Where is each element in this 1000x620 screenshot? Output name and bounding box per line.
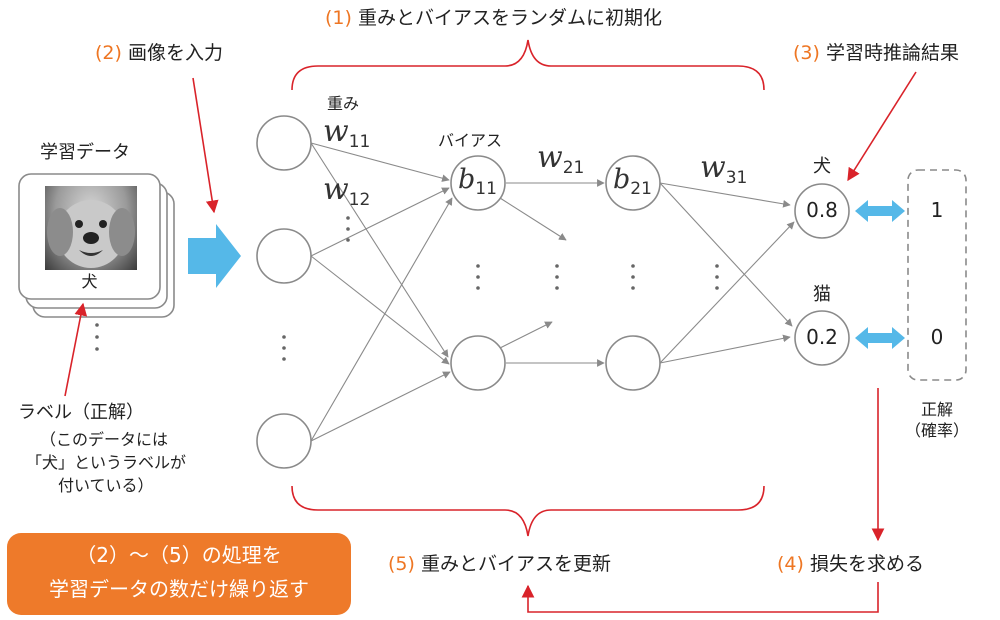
target-value-cat: 0 xyxy=(930,325,944,349)
flow-arrows xyxy=(64,71,917,613)
bias-label: バイアス xyxy=(438,131,503,150)
compare-arrow-icon xyxy=(855,200,905,349)
target-value-dog: 1 xyxy=(930,198,944,222)
label-note-title: ラベル（正解） xyxy=(18,402,144,423)
repeat-note-box: （2）～（5）の処理を 学習データの数だけ繰り返す xyxy=(7,533,351,615)
step5-text: 重みとバイアスを更新 xyxy=(420,553,611,575)
b11-label: b11 xyxy=(458,164,497,199)
hidden1-node-2 xyxy=(450,335,506,391)
hidden2-node-1 xyxy=(605,155,661,211)
input-node-3 xyxy=(256,413,312,469)
output-node-dog xyxy=(794,183,850,239)
input-arrow-icon xyxy=(188,224,241,288)
w11-label: w11 xyxy=(323,114,371,152)
data-card-label: 犬 xyxy=(81,272,98,291)
step1-label: (1) 重みとバイアスをランダムに初期化 xyxy=(325,7,662,30)
step1-number: (1) xyxy=(325,7,352,29)
w31-label: w31 xyxy=(700,150,748,188)
step5-number: (5) xyxy=(388,553,415,575)
output-label-dog: 犬 xyxy=(813,156,831,177)
input-node-1 xyxy=(256,115,312,171)
connections xyxy=(310,142,795,442)
step3-number: (3) xyxy=(793,42,820,64)
step2-number: (2) xyxy=(95,42,122,64)
step4-label: (4) 損失を求める xyxy=(777,553,924,576)
weight-label: 重み xyxy=(327,94,360,113)
label-note-line3: 「犬」というラベルが xyxy=(26,453,187,472)
w21-label: w21 xyxy=(537,140,585,178)
repeat-note-line1: （2）～（5）の処理を xyxy=(76,543,282,567)
ellipsis-dots xyxy=(95,216,719,361)
w12-label: w12 xyxy=(323,172,371,210)
step5-label: (5) 重みとバイアスを更新 xyxy=(388,553,611,576)
answer-label: 正解 xyxy=(920,400,953,419)
output-value-dog: 0.8 xyxy=(806,198,838,222)
output-node-cat xyxy=(794,310,850,366)
hidden1-node-1 xyxy=(450,155,506,211)
step2-label: (2) 画像を入力 xyxy=(95,42,223,65)
input-node-2 xyxy=(256,228,312,284)
step4-text: 損失を求める xyxy=(809,553,924,575)
answer-box xyxy=(907,169,967,381)
hidden2-node-2 xyxy=(605,335,661,391)
step1-text: 重みとバイアスをランダムに初期化 xyxy=(357,7,662,29)
step3-text: 学習時推論結果 xyxy=(825,42,959,64)
answer-sublabel: （確率） xyxy=(904,421,969,440)
dog-photo xyxy=(45,186,137,270)
label-note-line2: （このデータには xyxy=(40,430,169,449)
step3-label: (3) 学習時推論結果 xyxy=(793,42,959,65)
label-note-line4: 付いている） xyxy=(58,476,154,495)
top-brace xyxy=(291,39,765,91)
bottom-brace xyxy=(291,485,765,537)
output-label-cat: 猫 xyxy=(813,284,831,305)
step4-number: (4) xyxy=(777,553,804,575)
b21-label: b21 xyxy=(613,164,652,199)
step2-text: 画像を入力 xyxy=(127,42,223,64)
training-data-title: 学習データ xyxy=(40,142,130,163)
output-value-cat: 0.2 xyxy=(806,325,838,349)
repeat-note-line2: 学習データの数だけ繰り返す xyxy=(49,577,309,601)
